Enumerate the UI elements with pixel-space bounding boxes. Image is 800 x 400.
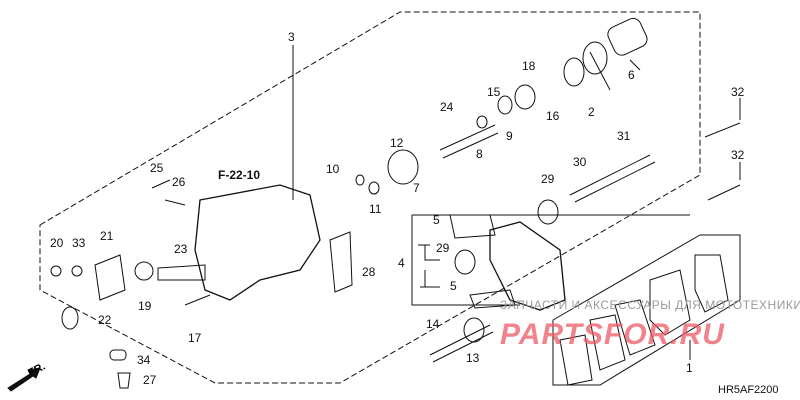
plate-21 <box>94 254 126 301</box>
part-9 <box>497 95 513 115</box>
watermark-line1: ЗАПЧАСТИ И АКСЕССУАРЫ ДЛЯ МОТОТЕХНИКИ <box>500 298 800 312</box>
part-label-5b[interactable]: 5 <box>450 279 457 293</box>
leader-lines <box>292 45 741 360</box>
part-label-23[interactable]: 23 <box>174 242 188 256</box>
nut-18 <box>514 84 536 110</box>
spring-22 <box>61 306 79 330</box>
caliper-bracket <box>489 221 566 311</box>
bleeder-27 <box>117 372 131 389</box>
front-arrow-icon <box>7 367 41 392</box>
part-label-29a[interactable]: 29 <box>541 172 555 186</box>
part-label-5a[interactable]: 5 <box>433 213 440 227</box>
part-label-33[interactable]: 33 <box>72 236 86 250</box>
part-label-8[interactable]: 8 <box>476 147 483 161</box>
part-label-12[interactable]: 12 <box>390 136 404 150</box>
washer-33 <box>71 265 83 277</box>
diagram-code: HR5AF2200 <box>718 384 779 396</box>
part-label-10[interactable]: 10 <box>326 162 340 176</box>
part-label-17[interactable]: 17 <box>188 331 202 345</box>
part-label-3[interactable]: 3 <box>288 30 295 44</box>
pad-retainer-5 <box>449 214 516 309</box>
shaft-23 <box>157 264 206 281</box>
part-label-32a[interactable]: 32 <box>731 85 745 99</box>
part-label-24[interactable]: 24 <box>440 100 454 114</box>
shim-1c <box>614 299 656 356</box>
cap-34 <box>109 349 127 361</box>
part-label-2[interactable]: 2 <box>588 105 595 119</box>
seal-19 <box>134 261 154 281</box>
part-label-30[interactable]: 30 <box>573 155 587 169</box>
part-10 <box>355 174 365 186</box>
shim-1d <box>589 314 626 371</box>
caliper-body <box>194 184 321 301</box>
assembly-3-frame <box>39 11 701 384</box>
part-label-1[interactable]: 1 <box>686 361 693 375</box>
part-label-9[interactable]: 9 <box>506 129 513 143</box>
part-label-11[interactable]: 11 <box>369 202 382 216</box>
part-label-20[interactable]: 20 <box>50 236 64 250</box>
part-label-29b[interactable]: 29 <box>436 241 450 255</box>
part-label-27[interactable]: 27 <box>143 373 157 387</box>
part-11 <box>368 181 380 195</box>
part-label-31[interactable]: 31 <box>617 129 631 143</box>
piston-6 <box>607 17 648 56</box>
boot-29 <box>537 199 559 225</box>
part-label-25[interactable]: 25 <box>150 161 164 175</box>
part-label-34[interactable]: 34 <box>137 353 151 367</box>
washer-8 <box>476 115 488 129</box>
nut-20 <box>50 265 62 277</box>
part-label-15[interactable]: 15 <box>487 85 501 99</box>
part-label-6[interactable]: 6 <box>628 68 635 82</box>
part-label-7[interactable]: 7 <box>413 181 420 195</box>
part-label-26[interactable]: 26 <box>172 175 186 189</box>
part-label-22[interactable]: 22 <box>98 313 112 327</box>
shim-1e <box>559 334 593 386</box>
part-label-14[interactable]: 14 <box>426 317 440 331</box>
pin-30 <box>569 154 656 203</box>
part-label-32b[interactable]: 32 <box>731 148 745 162</box>
part-label-21[interactable]: 21 <box>100 229 114 243</box>
part-label-28[interactable]: 28 <box>362 265 376 279</box>
assembly-1-frame <box>552 234 741 386</box>
pad-spring-28 <box>329 231 353 293</box>
boot-13 <box>463 317 485 343</box>
bolt-17 <box>184 294 211 306</box>
part-label-18[interactable]: 18 <box>522 59 536 73</box>
watermark-line2: PARTSFOR.RU <box>500 318 725 351</box>
ring-16 <box>563 57 585 87</box>
bolt-25-clip-26 <box>151 179 186 206</box>
seal-2 <box>582 41 608 75</box>
bolt-32 <box>704 122 741 201</box>
shaft-24 <box>439 124 499 159</box>
pad-1b <box>649 269 691 336</box>
part-label-4[interactable]: 4 <box>398 256 405 270</box>
part-label-19[interactable]: 19 <box>138 299 152 313</box>
part-label-13[interactable]: 13 <box>466 351 480 365</box>
pad-1a <box>694 254 729 313</box>
part-12 <box>387 149 419 185</box>
reference-label[interactable]: F-22-10 <box>218 168 261 182</box>
pin-14 <box>429 324 494 363</box>
part-label-16[interactable]: 16 <box>546 109 560 123</box>
boot-29b <box>454 249 476 275</box>
